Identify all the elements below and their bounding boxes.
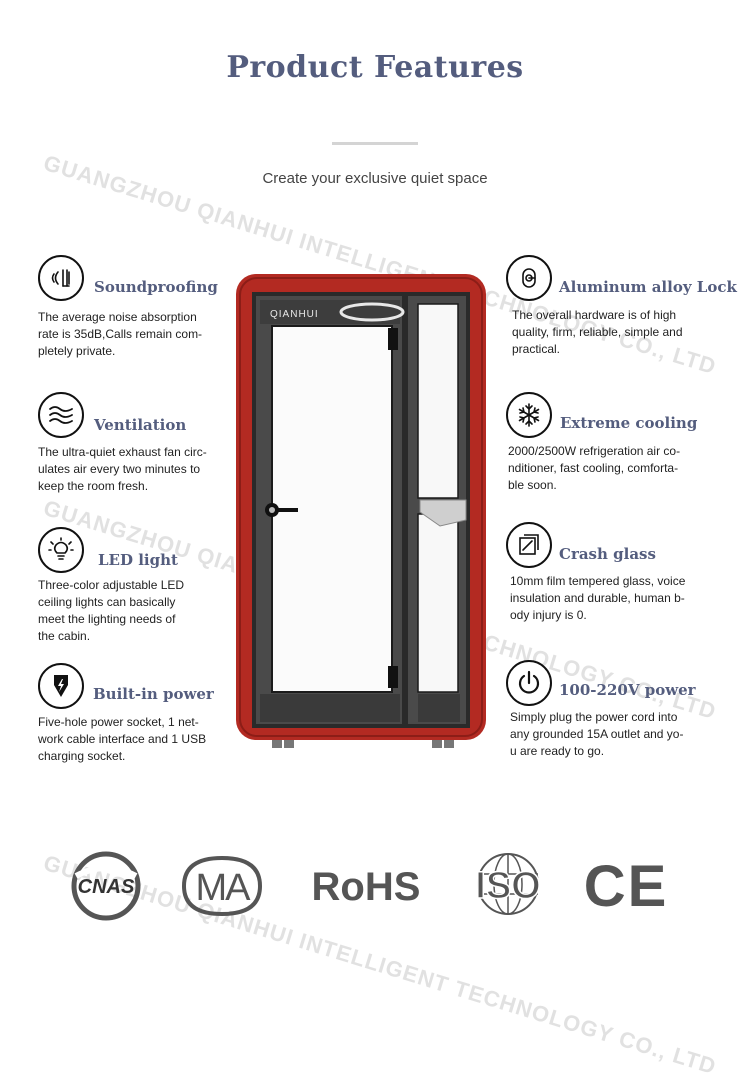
feature-title: Crash glass xyxy=(559,545,656,563)
feature-description: The overall hardware is of high quality,… xyxy=(512,308,683,356)
svg-text:MA: MA xyxy=(196,867,252,909)
feature-soundproofing: Soundproofing The average noise absorpti… xyxy=(38,255,238,365)
feature-extreme-cooling: Extreme cooling 2000/2500W refrigeration… xyxy=(506,392,746,502)
power-plug-icon xyxy=(38,663,84,709)
ventilation-icon xyxy=(38,392,84,438)
page-subtitle: Create your exclusive quiet space xyxy=(262,170,488,187)
power-button-icon xyxy=(506,660,552,706)
feature-description: 10mm film tempered glass, voice insulati… xyxy=(510,574,686,622)
svg-text:ISO: ISO xyxy=(475,865,540,907)
title-divider xyxy=(332,142,418,145)
booth-brand-label: QIANHUI xyxy=(270,309,319,320)
svg-text:CE: CE xyxy=(584,854,669,919)
iso-logo: ISO xyxy=(475,853,541,915)
feature-aluminum-lock: Aluminum alloy Lock The overall hardware… xyxy=(506,255,746,365)
ma-logo: MA xyxy=(181,855,263,917)
lock-icon xyxy=(506,255,552,301)
svg-text:RoHS: RoHS xyxy=(312,865,421,909)
rohs-logo: RoHS xyxy=(312,865,421,909)
feature-title: Ventilation xyxy=(94,416,187,434)
soundproofing-icon xyxy=(38,255,84,301)
booth-ceiling-light xyxy=(339,302,405,322)
feature-description: The average noise absorption rate is 35d… xyxy=(38,310,203,358)
snowflake-icon xyxy=(506,392,552,438)
feature-description: Five-hole power socket, 1 net- work cabl… xyxy=(38,715,207,763)
phone-booth-image: QIANHUI xyxy=(236,274,486,748)
feature-description: The ultra-quiet exhaust fan circ- ulates… xyxy=(38,445,207,493)
feature-crash-glass: Crash glass 10mm film tempered glass, vo… xyxy=(506,522,746,632)
cnas-logo: CNAS xyxy=(71,851,141,921)
feature-title: Built-in power xyxy=(93,685,214,703)
page-title: Product Features xyxy=(226,50,524,85)
feature-title: 100-220V power xyxy=(559,681,696,699)
glass-icon xyxy=(506,522,552,568)
certification-logos: CNAS MA RoHS ISO CE xyxy=(0,848,750,928)
ce-logo: CE xyxy=(584,854,669,919)
led-light-icon xyxy=(38,527,84,573)
feature-led-light: LED light Three-color adjustable LED cei… xyxy=(38,527,238,652)
feature-title: Extreme cooling xyxy=(560,414,698,432)
feature-ventilation: Ventilation The ultra-quiet exhaust fan … xyxy=(38,392,238,502)
feature-description: 2000/2500W refrigeration air co- ndition… xyxy=(508,444,681,492)
feature-description: Simply plug the power cord into any grou… xyxy=(510,710,684,758)
feature-title: Aluminum alloy Lock xyxy=(559,278,737,296)
feature-description: Three-color adjustable LED ceiling light… xyxy=(38,578,185,643)
feature-title: Soundproofing xyxy=(94,278,218,296)
feature-built-in-power: Built-in power Five-hole power socket, 1… xyxy=(38,663,238,773)
feature-title: LED light xyxy=(98,551,178,569)
svg-text:CNAS: CNAS xyxy=(78,876,135,898)
feature-100-220v-power: 100-220V power Simply plug the power cor… xyxy=(506,660,746,770)
